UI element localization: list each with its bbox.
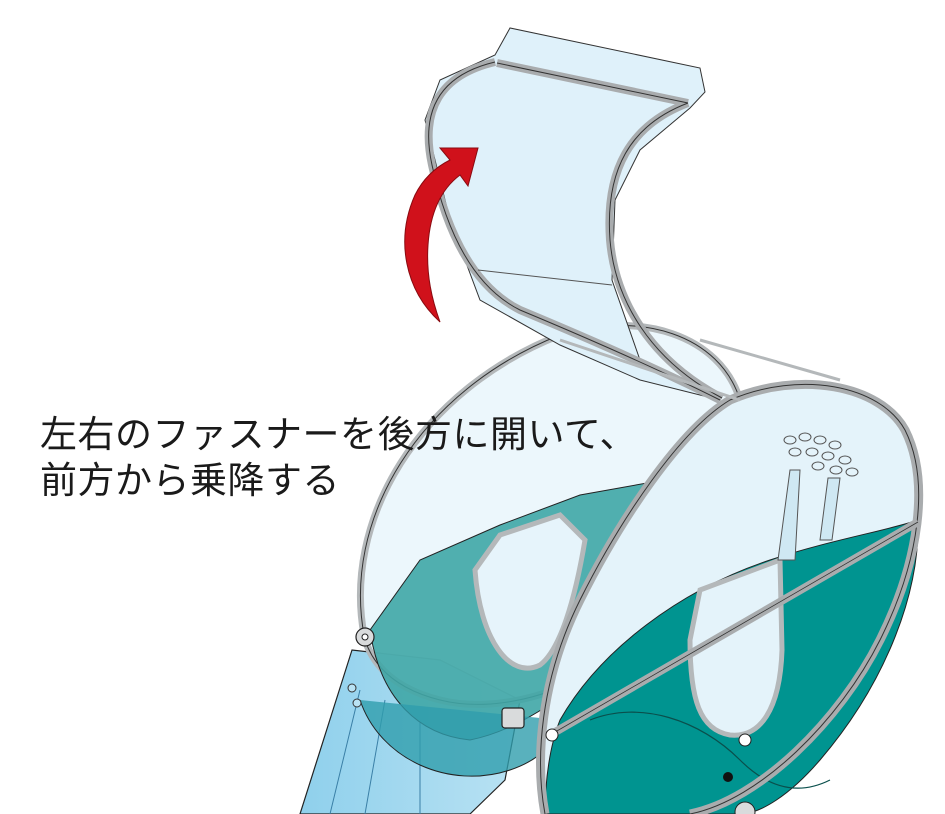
side-clip [501, 707, 525, 729]
rear-canopy-crease [477, 269, 613, 286]
bumper-bolt-right [738, 733, 752, 747]
vent-holes [783, 432, 859, 477]
front-bumper-bar-outline [549, 521, 919, 736]
hinge-bolt-left-center [361, 633, 369, 641]
seat-hole [723, 772, 733, 782]
right-seat-lower-contour [589, 711, 831, 789]
harness-strap-left [777, 469, 801, 561]
right-seat-backrest-cutout [687, 556, 785, 738]
right-canopy-ring-outline [540, 383, 920, 814]
harness-strap-right [819, 477, 841, 541]
seat-backrest-cutout [472, 512, 588, 671]
instruction-caption: 左右のファスナーを後方に開いて、 前方から乗降する [40, 412, 637, 504]
rear-canopy-outline [428, 61, 723, 401]
curved-up-arrow-icon [404, 147, 479, 323]
caption-line-2: 前方から乗降する [40, 459, 340, 502]
bumper-bolt-left [545, 728, 559, 742]
support-hole-1 [347, 683, 357, 693]
support-hole-2 [352, 698, 362, 708]
canopy-top-bar [559, 338, 841, 402]
caption-line-1: 左右のファスナーを後方に開いて、 [40, 413, 638, 456]
front-bolt [734, 801, 756, 814]
